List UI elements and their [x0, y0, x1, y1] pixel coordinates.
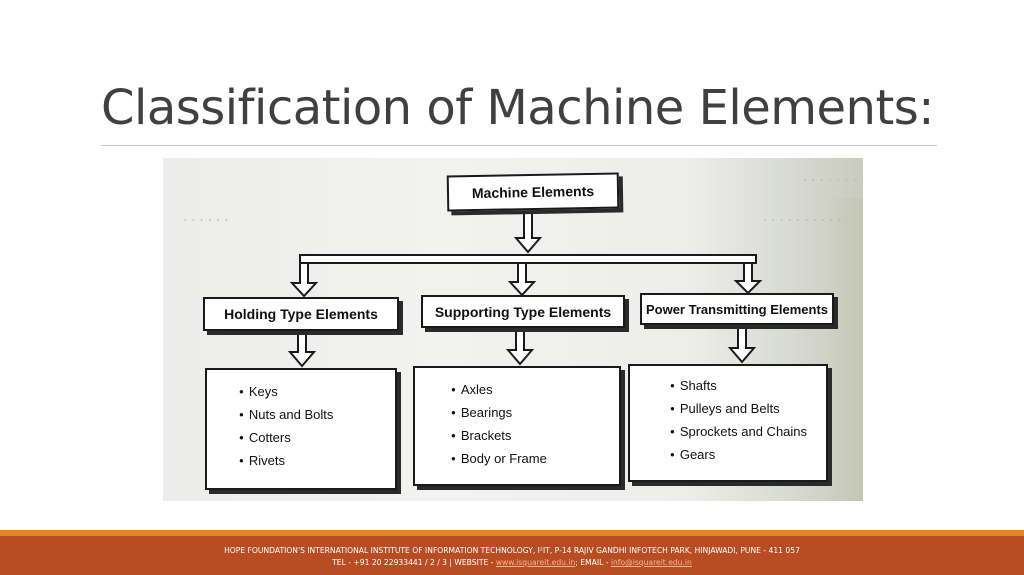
category-label-holding: Holding Type Elements	[224, 306, 378, 322]
arrow-down-power-list	[727, 324, 757, 364]
arrow-down-supporting-list	[505, 327, 535, 366]
list-item: Axles	[451, 378, 619, 401]
category-box-power: Power Transmitting Elements	[640, 293, 834, 325]
slide-title: Classification of Machine Elements:	[101, 80, 934, 136]
list-item: Sprockets and Chains	[670, 420, 826, 443]
footer-tel: TEL - +91 20 22933441 / 2 / 3 | WEBSITE …	[332, 558, 496, 567]
items-list-holding: Keys Nuts and Bolts Cotters Rivets	[207, 370, 395, 472]
category-label-supporting: Supporting Type Elements	[434, 303, 612, 320]
arrow-down-root	[513, 210, 543, 254]
items-list-supporting: Axles Bearings Brackets Body or Frame	[415, 368, 619, 470]
items-box-supporting: Axles Bearings Brackets Body or Frame	[413, 366, 621, 486]
list-item: Rivets	[239, 449, 395, 472]
arrow-down-supporting-branch	[507, 262, 537, 297]
footer-contact: TEL - +91 20 22933441 / 2 / 3 | WEBSITE …	[0, 558, 1024, 567]
background-bleed-text: . . . . . . . . .	[803, 170, 863, 185]
list-item: Bearings	[451, 401, 619, 424]
list-item: Pulleys and Belts	[670, 397, 826, 420]
arrow-down-power-branch	[733, 262, 763, 295]
list-item: Keys	[239, 380, 395, 403]
list-item: Gears	[670, 443, 826, 466]
footer-website-link[interactable]: www.isquareit.edu.in	[495, 558, 576, 567]
footer-address: HOPE FOUNDATION'S INTERNATIONAL INSTITUT…	[224, 546, 800, 555]
list-item: Nuts and Bolts	[239, 403, 395, 426]
items-box-power: Shafts Pulleys and Belts Sprockets and C…	[628, 364, 828, 482]
footer-accent-stripe	[0, 530, 1024, 536]
list-item: Body or Frame	[451, 447, 619, 470]
category-label-power: Power Transmitting Elements	[645, 301, 829, 317]
footer-bar: HOPE FOUNDATION'S INTERNATIONAL INSTITUT…	[0, 536, 1024, 575]
items-list-power: Shafts Pulleys and Belts Sprockets and C…	[630, 366, 826, 466]
list-item: Shafts	[670, 374, 826, 397]
title-divider	[101, 145, 937, 146]
list-item: Cotters	[239, 426, 395, 449]
root-label: Machine Elements	[471, 182, 595, 202]
list-item: Brackets	[451, 424, 619, 447]
category-box-holding: Holding Type Elements	[203, 297, 399, 331]
branch-bar	[299, 254, 757, 264]
arrow-down-holding-list	[287, 329, 317, 368]
category-box-supporting: Supporting Type Elements	[421, 295, 625, 328]
arrow-down-holding-branch	[289, 262, 319, 298]
root-box: Machine Elements	[446, 172, 620, 212]
background-bleed-text: . . . . . .	[183, 210, 229, 225]
footer-email-prefix: ; EMAIL -	[575, 558, 611, 567]
footer-email-link[interactable]: info@isquareit.edu.in	[610, 558, 692, 567]
items-box-holding: Keys Nuts and Bolts Cotters Rivets	[205, 368, 397, 490]
